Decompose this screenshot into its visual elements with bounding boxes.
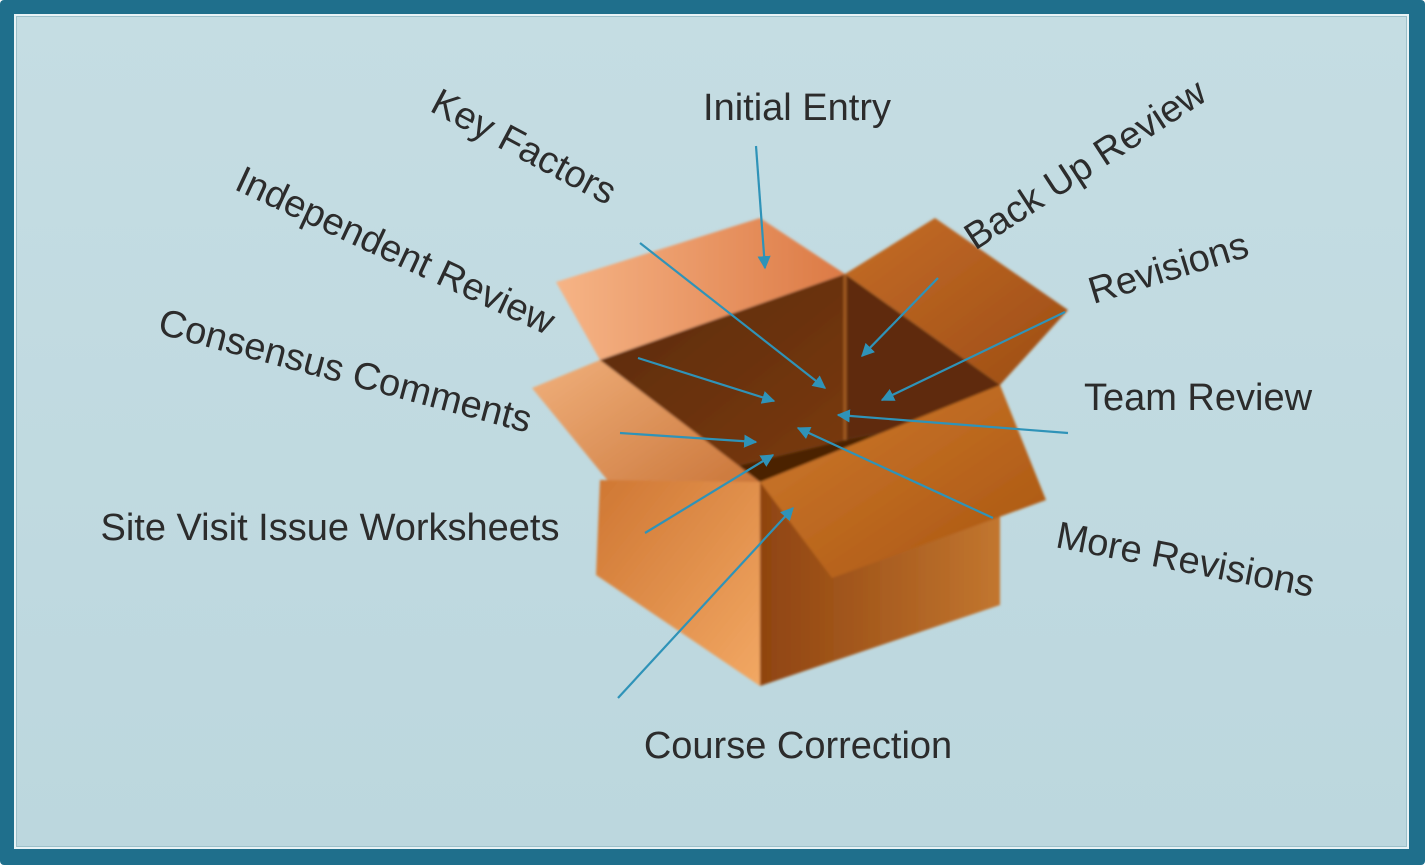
arrow-team-review — [836, 409, 1069, 435]
arrow-course-correction — [617, 507, 794, 699]
label-initial-entry: Initial Entry — [703, 87, 891, 129]
arrow-independent-review — [637, 356, 776, 404]
label-more-revisions: More Revisions — [1053, 515, 1318, 606]
label-revisions: Revisions — [1084, 224, 1254, 312]
label-site-visit-issue-worksheets: Site Visit Issue Worksheets — [100, 507, 559, 549]
label-key-factors: Key Factors — [424, 81, 623, 213]
arrows — [617, 145, 1069, 699]
label-team-review: Team Review — [1084, 377, 1313, 419]
label-consensus-comments: Consensus Comments — [154, 301, 536, 441]
arrow-back-up-review — [861, 277, 939, 357]
label-independent-review: Independent Review — [229, 159, 561, 344]
arrow-initial-entry — [754, 145, 771, 270]
arrow-key-factors — [639, 242, 827, 389]
open-cardboard-box-icon — [532, 218, 1068, 686]
arrow-consensus-comments — [619, 431, 758, 448]
arrow-site-visit — [644, 454, 775, 534]
arrow-more-revisions — [796, 426, 994, 519]
label-course-correction: Course Correction — [644, 725, 952, 767]
arrow-revisions — [880, 311, 1066, 401]
label-back-up-review: Back Up Review — [957, 71, 1214, 258]
